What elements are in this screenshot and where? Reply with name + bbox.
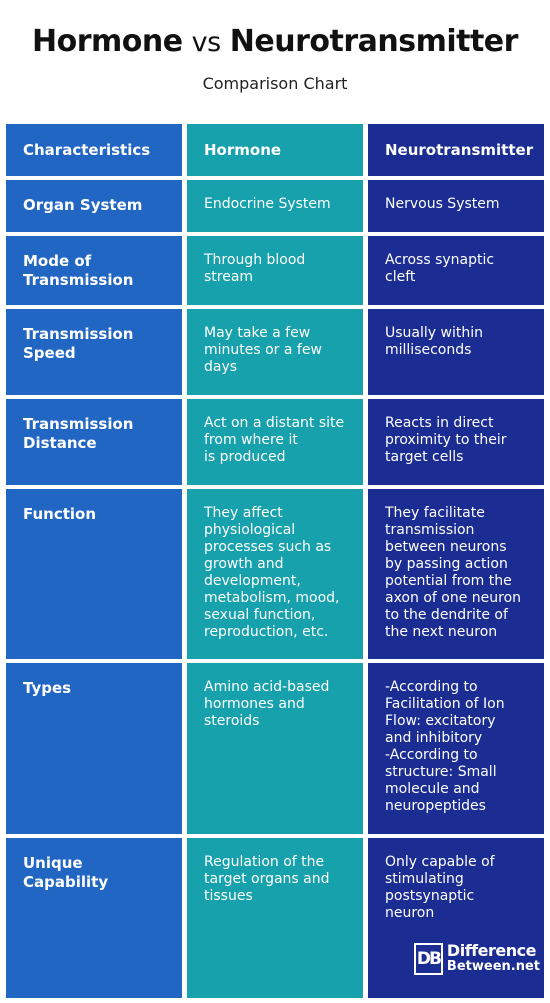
logo-text: Difference Between.net — [447, 943, 540, 975]
logo-line-1: Difference — [446, 941, 537, 960]
logo-line-2: Between.net — [446, 959, 540, 974]
neuro-cell: -According to Facilitation of Ion Flow: … — [385, 679, 505, 814]
row-label: Types — [23, 679, 72, 697]
table-header-row: Characteristics Hormone Neurotransmitter — [6, 124, 544, 180]
table-row: Types Amino acid-based hormones and ster… — [6, 663, 544, 838]
comparison-table: Characteristics Hormone Neurotransmitter… — [6, 124, 544, 998]
table-row: Transmission Speed May take a few minute… — [6, 309, 544, 399]
table-row: Transmission Distance Act on a distant s… — [6, 399, 544, 489]
row-label: Transmission Speed — [23, 325, 134, 362]
header-neurotransmitter: Neurotransmitter — [368, 124, 544, 180]
neuro-cell: Across synaptic cleft — [385, 252, 495, 285]
row-label: Transmission Distance — [23, 415, 134, 452]
table-row: Function They affect physiological proce… — [6, 489, 544, 663]
title-hormone: Hormone — [32, 24, 183, 59]
row-label: Organ System — [23, 196, 143, 214]
neuro-cell: Reacts in direct proximity to their targ… — [385, 415, 507, 465]
hormone-cell: Amino acid-based hormones and steroids — [204, 679, 330, 729]
hormone-cell: Endocrine System — [204, 196, 331, 212]
header-hormone: Hormone — [187, 124, 368, 180]
title-vs: vs — [191, 27, 222, 58]
site-logo[interactable]: DB Difference Between.net — [414, 938, 540, 980]
neuro-cell: Usually within milliseconds — [385, 325, 483, 358]
hormone-cell: May take a few minutes or a few days — [204, 325, 322, 375]
page-subtitle: Comparison Chart — [202, 74, 348, 93]
hormone-cell: They affect physiological processes such… — [204, 505, 340, 640]
hormone-cell: Regulation of the target organs and tiss… — [204, 854, 330, 904]
hormone-cell: Act on a distant site from where it is p… — [204, 415, 345, 465]
table-row: Mode of Transmission Through blood strea… — [6, 236, 544, 309]
header-characteristics: Characteristics — [6, 124, 187, 180]
row-label: Mode of Transmission — [23, 252, 134, 289]
table-row: Organ System Endocrine System Nervous Sy… — [6, 180, 544, 236]
neuro-cell: Only capable of stimulating postsynaptic… — [385, 854, 495, 921]
row-label: Function — [23, 505, 97, 523]
neuro-cell: Nervous System — [385, 196, 500, 212]
page-title: Hormone vs Neurotransmitter — [0, 24, 550, 59]
hormone-cell: Through blood stream — [204, 252, 306, 285]
db-logo-icon: DB — [414, 943, 443, 975]
row-label: Unique Capability — [23, 854, 109, 891]
table-row: Unique Capability Regulation of the targ… — [6, 838, 544, 998]
title-neurotransmitter: Neurotransmitter — [229, 24, 519, 59]
neuro-cell: They facilitate transmission between neu… — [385, 505, 522, 640]
